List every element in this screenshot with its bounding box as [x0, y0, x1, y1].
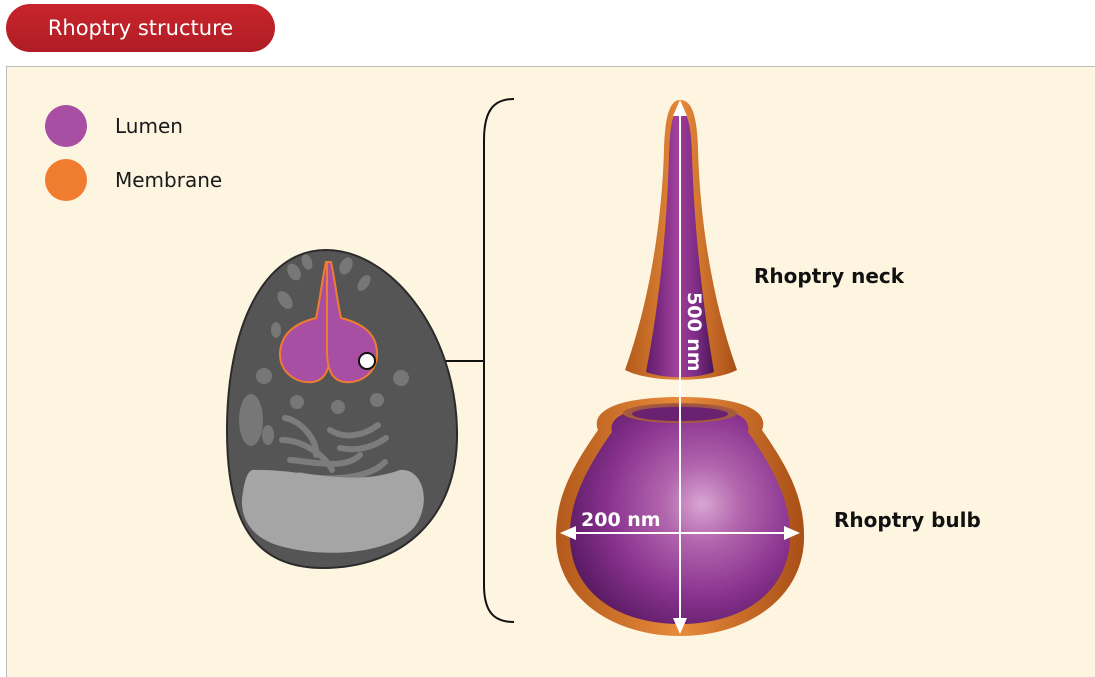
length-label: 500 nm [683, 292, 705, 372]
parasite-cell [227, 250, 457, 568]
width-label: 200 nm [581, 509, 661, 531]
